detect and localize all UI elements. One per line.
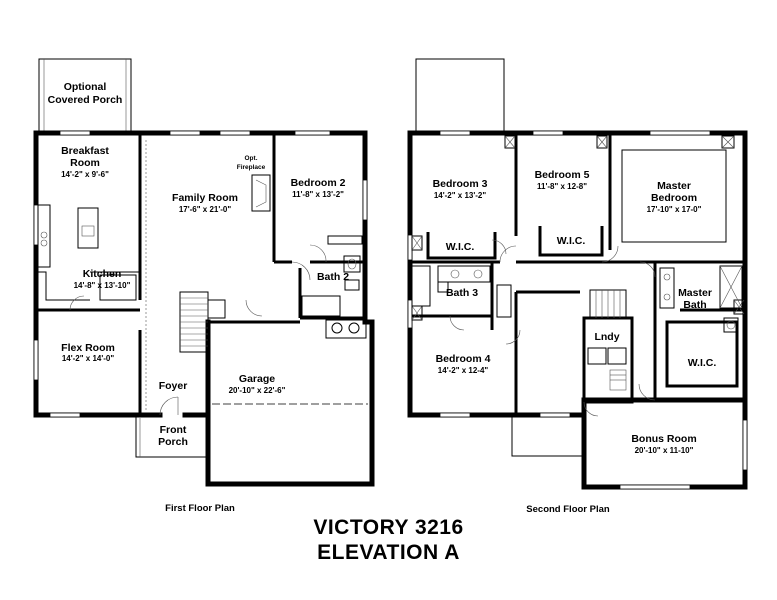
laundry-fixtures — [587, 347, 627, 391]
second-floor-doors — [449, 239, 656, 417]
bath3-fixtures — [411, 265, 491, 307]
kitchen-fixtures — [37, 204, 140, 301]
bedroom3-label: Bedroom 3 — [433, 178, 488, 190]
plan-title: VICTORY 3216 — [313, 516, 464, 539]
master-bedroom-dims: 17'-10" x 17-0" — [647, 205, 702, 214]
roof-outline-top — [415, 58, 505, 134]
front-porch-label-2: Porch — [158, 436, 188, 448]
second-floor-interior-walls — [410, 133, 745, 415]
foyer-label: Foyer — [159, 380, 188, 392]
plan-elevation: ELEVATION A — [317, 541, 460, 564]
second-floor-caption: Second Floor Plan — [526, 504, 610, 515]
wic-master-label: W.I.C. — [688, 357, 717, 369]
master-bath-fixtures — [659, 265, 743, 333]
family-room-dims: 17'-6" x 21'-0" — [179, 205, 232, 214]
first-floor-windows — [33, 130, 368, 418]
wic-bed5-label: W.I.C. — [557, 235, 586, 247]
family-room-label: Family Room — [172, 192, 238, 204]
front-porch-outline — [135, 414, 208, 458]
laundry-label: Lndy — [594, 331, 619, 343]
kitchen-dims: 14'-8" x 13'-10" — [74, 281, 131, 290]
second-floor-windows — [407, 130, 748, 490]
first-floor-plan: Optional Covered Porch Breakfast Room 14… — [33, 58, 375, 514]
bedroom4-dims: 14'-2" x 12-4" — [438, 366, 489, 375]
bedroom5-label: Bedroom 5 — [535, 169, 590, 181]
second-floor-plan: Bedroom 3 14'-2" x 13'-2" Bedroom 5 11'-… — [407, 58, 748, 515]
bedroom4-label: Bedroom 4 — [436, 353, 491, 365]
bonus-room-label: Bonus Room — [631, 433, 696, 445]
front-porch-label: Front — [160, 424, 187, 436]
master-tray-ceiling — [621, 149, 727, 243]
bath3-label: Bath 3 — [446, 287, 478, 299]
first-floor-doors — [69, 244, 327, 416]
covered-porch-label-2: Covered Porch — [48, 94, 123, 106]
master-bedroom-label: Master — [657, 180, 691, 192]
master-bedroom-label-2: Bedroom — [651, 192, 697, 204]
bedroom3-dims: 14'-2" x 13'-2" — [434, 191, 487, 200]
bonus-room-dims: 20'-10" x 11-10" — [635, 446, 694, 455]
garage-dims: 20'-10" x 22'-6" — [229, 386, 286, 395]
roof-outline-bottom — [511, 413, 585, 457]
garage-label: Garage — [239, 373, 275, 385]
flex-room-label: Flex Room — [61, 342, 115, 354]
breakfast-room-label-2: Room — [70, 157, 100, 169]
master-bath-label-2: Bath — [683, 299, 706, 311]
fireplace-label-2: Fireplace — [237, 164, 266, 171]
first-floor-stairs — [179, 291, 226, 353]
breakfast-room-label: Breakfast — [61, 145, 109, 157]
fireplace-label: Opt. — [245, 155, 258, 162]
bedroom5-dims: 11'-8" x 12-8" — [537, 182, 587, 191]
second-floor-stairs — [496, 284, 627, 319]
wic-bed3-label: W.I.C. — [446, 241, 475, 253]
covered-porch-label: Optional — [64, 81, 107, 93]
fireplace-symbol — [251, 174, 271, 212]
breakfast-room-dims: 14'-2" x 9'-6" — [61, 170, 109, 179]
bath2-label: Bath 2 — [317, 271, 349, 283]
bedroom2-dims: 11'-8" x 13'-2" — [292, 190, 344, 199]
kitchen-label: Kitchen — [83, 268, 122, 280]
master-bath-label: Master — [678, 287, 712, 299]
first-floor-caption: First Floor Plan — [165, 503, 235, 514]
bedroom2-label: Bedroom 2 — [291, 177, 346, 189]
bath2-fixtures — [301, 235, 367, 339]
flex-room-dims: 14'-2" x 14'-0" — [62, 354, 115, 363]
